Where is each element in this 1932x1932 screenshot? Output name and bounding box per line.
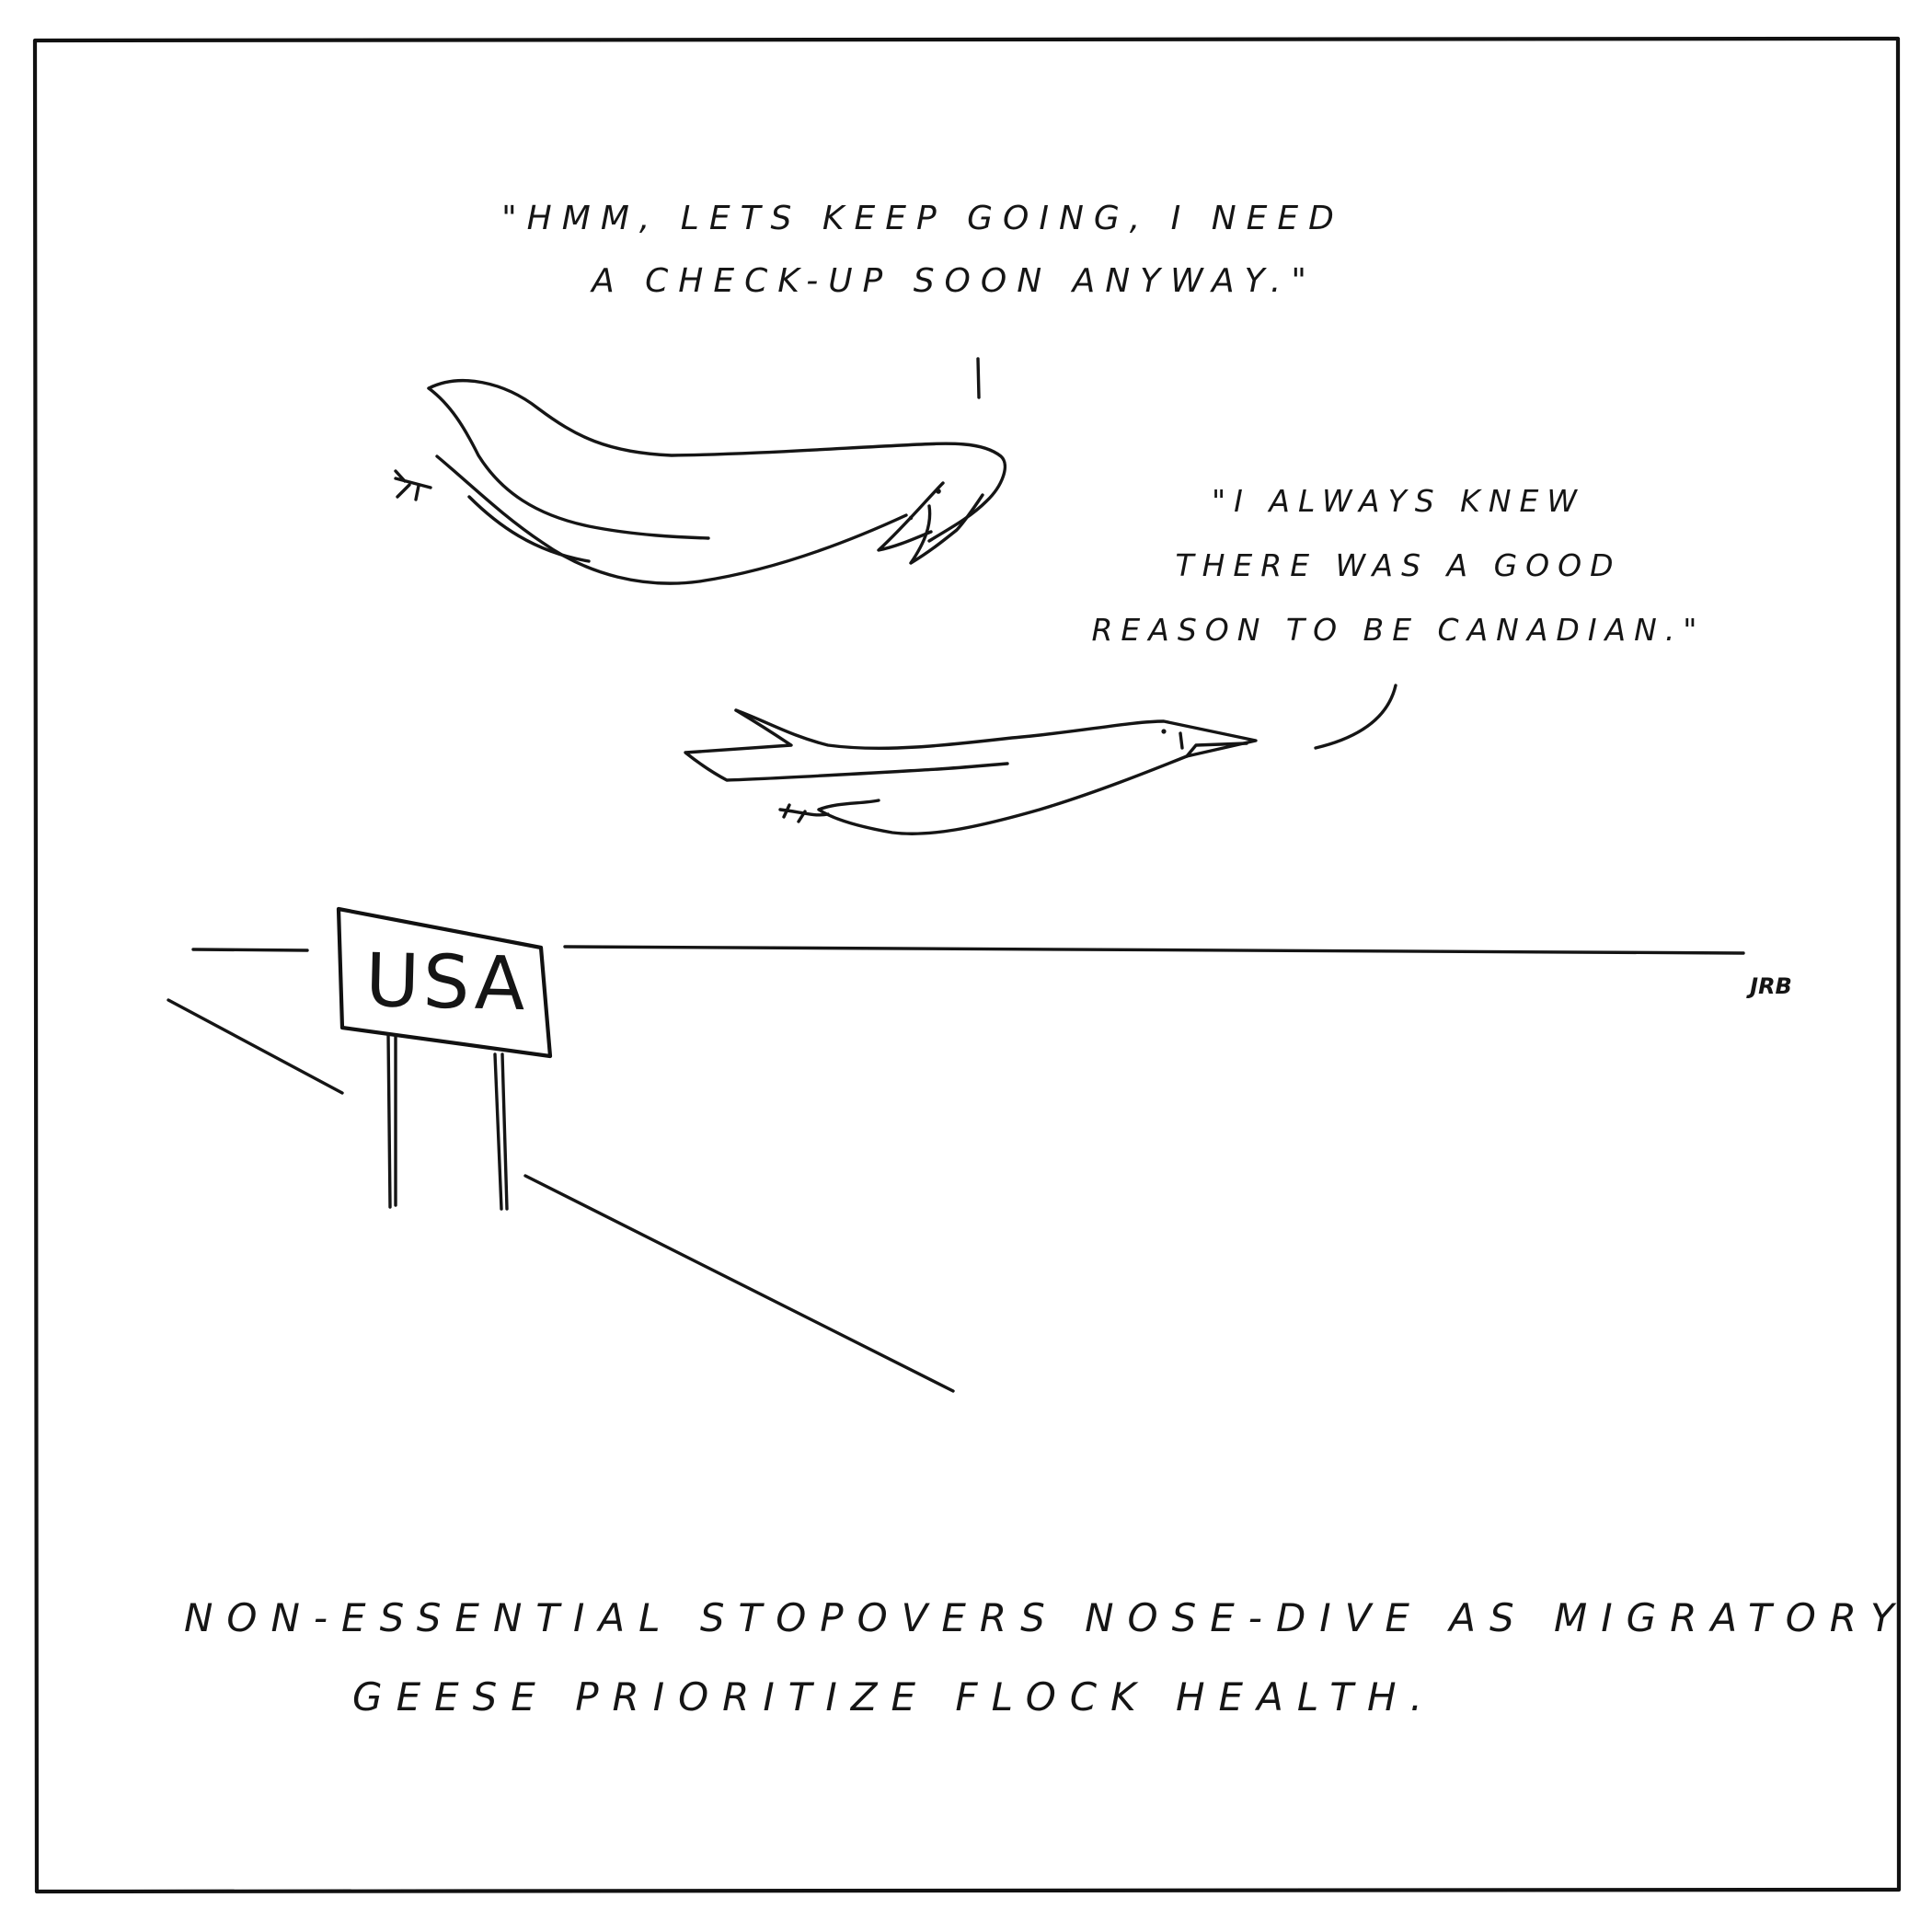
caption-line-2: GEESE PRIORITIZE FLOCK HEALTH. — [352, 1674, 1436, 1719]
usa-sign-board — [336, 906, 553, 1059]
usa-sign-label: USA — [364, 937, 530, 1028]
speech-top-line-1: "HMM, LETS KEEP GOING, I NEED — [501, 200, 1344, 237]
upper-goose-belly — [467, 495, 591, 563]
lower-goose-neck — [1185, 742, 1248, 758]
speech-bubble-middle: "I ALWAYS KNEW THERE WAS A GOOD REASON T… — [1076, 486, 1720, 645]
panel-border — [32, 36, 1902, 1894]
speech-middle-line-3: REASON TO BE CANADIAN." — [1091, 612, 1706, 648]
upper-goose-feet — [394, 469, 432, 501]
lower-goose-eye — [1161, 729, 1167, 734]
upper-goose — [394, 379, 1006, 585]
artist-signature: JRB — [1750, 973, 1792, 999]
upper-goose-head — [877, 481, 984, 565]
lower-goose-belly — [817, 754, 1189, 835]
upper-goose-wing-bottom — [435, 454, 908, 585]
horizon-left — [191, 948, 309, 952]
speech-middle-line-2: THERE WAS A GOOD — [1175, 547, 1622, 583]
road-left-edge — [167, 998, 344, 1095]
lower-goose-wing — [684, 708, 1009, 782]
usa-sign-post-right-b — [500, 1052, 509, 1211]
lower-goose — [684, 708, 1258, 835]
upper-goose-wing-top — [427, 386, 710, 540]
lower-goose-bill-mark — [1179, 731, 1184, 750]
speech-tail-middle — [1314, 684, 1397, 750]
upper-goose-back — [427, 379, 1006, 543]
upper-goose-eye-2 — [908, 515, 914, 521]
usa-sign — [336, 906, 553, 1211]
speech-middle-line-1: "I ALWAYS KNEW — [1212, 483, 1585, 519]
caption-line-1: NON-ESSENTIAL STOPOVERS NOSE-DIVE AS MIG… — [184, 1595, 1908, 1640]
horizon-right — [563, 945, 1745, 955]
upper-goose-eye — [936, 489, 941, 494]
usa-sign-post-right-a — [493, 1052, 503, 1211]
speech-tail-top — [976, 357, 981, 399]
usa-sign-post-left-a — [386, 1032, 392, 1209]
cartoon-caption: NON-ESSENTIAL STOPOVERS NOSE-DIVE AS MIG… — [184, 1595, 1908, 1717]
road-right-edge — [523, 1174, 955, 1393]
speech-top-line-2: A CHECK-UP SOON ANYWAY." — [592, 262, 1317, 300]
lower-goose-back — [734, 708, 1258, 758]
speech-bubble-top: "HMM, LETS KEEP GOING, I NEED A CHECK-UP… — [501, 202, 1371, 298]
lower-goose-feet — [778, 803, 830, 823]
